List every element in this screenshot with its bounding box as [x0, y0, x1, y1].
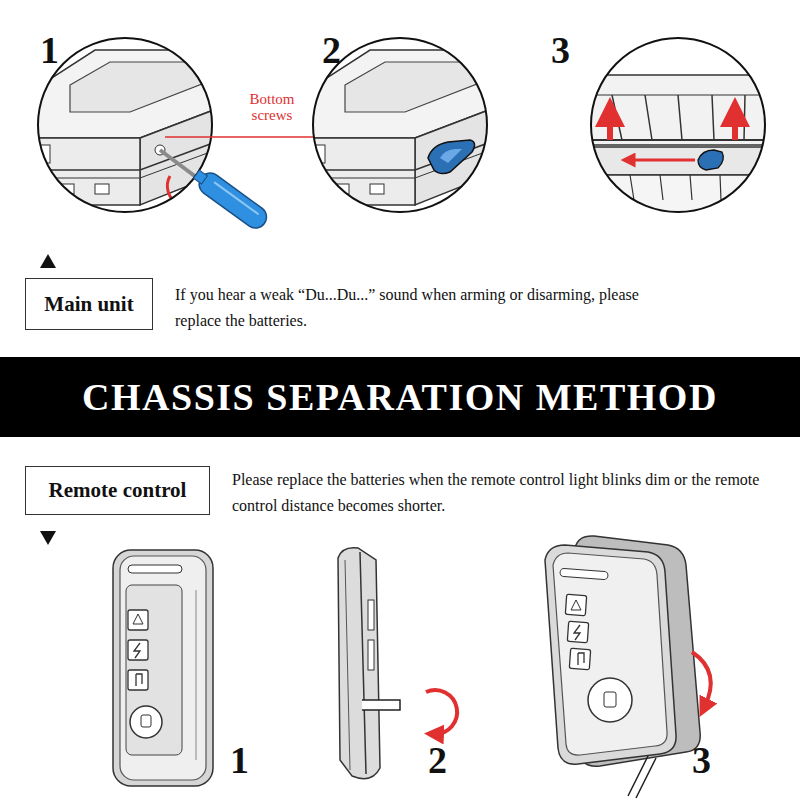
section-box: Remote control — [25, 466, 210, 515]
step-illustration — [30, 30, 332, 232]
step-number: 3 — [551, 30, 591, 72]
step-circle — [38, 38, 212, 212]
leader-line — [165, 136, 332, 138]
pointer-triangle — [40, 254, 56, 268]
device-drawing — [30, 30, 240, 230]
pry-tool — [628, 756, 656, 798]
screwdriver-handle — [190, 165, 271, 232]
step-number: 3 — [692, 740, 732, 782]
step-circle — [591, 38, 765, 212]
step-number: 2 — [428, 740, 468, 782]
turn-arrow — [426, 690, 457, 734]
pry-pick — [428, 140, 475, 174]
note-text: Please replace the batteries when the re… — [232, 467, 792, 518]
node-label: Remote control — [49, 478, 187, 503]
pointer-triangle — [40, 531, 56, 545]
remote-drawing — [545, 536, 711, 798]
lift-arrow — [732, 112, 738, 140]
device-drawing — [305, 30, 515, 230]
step-number: 2 — [322, 30, 362, 72]
heading-band: CHASSIS SEPARATION METHOD — [0, 357, 800, 437]
seam-drawing — [585, 30, 775, 230]
pry-pick — [698, 150, 723, 170]
step-illustration — [585, 30, 775, 230]
screwdriver-shaft — [160, 150, 200, 180]
section-box: Main unit — [25, 278, 153, 330]
lift-arrow — [607, 112, 613, 140]
step-number: 1 — [40, 30, 80, 72]
remote-drawing — [113, 550, 213, 786]
slide-arrow — [628, 159, 695, 162]
step-number: 1 — [230, 740, 270, 782]
pry-tool — [362, 700, 400, 710]
part-label: Bottom screws — [236, 92, 308, 124]
note-text: If you hear a weak “Du...Du...” sound wh… — [175, 282, 675, 333]
node-label: Main unit — [44, 292, 133, 317]
node-label: CHASSIS SEPARATION METHOD — [82, 375, 718, 419]
turn-arrow — [692, 652, 711, 708]
step-illustration — [305, 30, 515, 230]
